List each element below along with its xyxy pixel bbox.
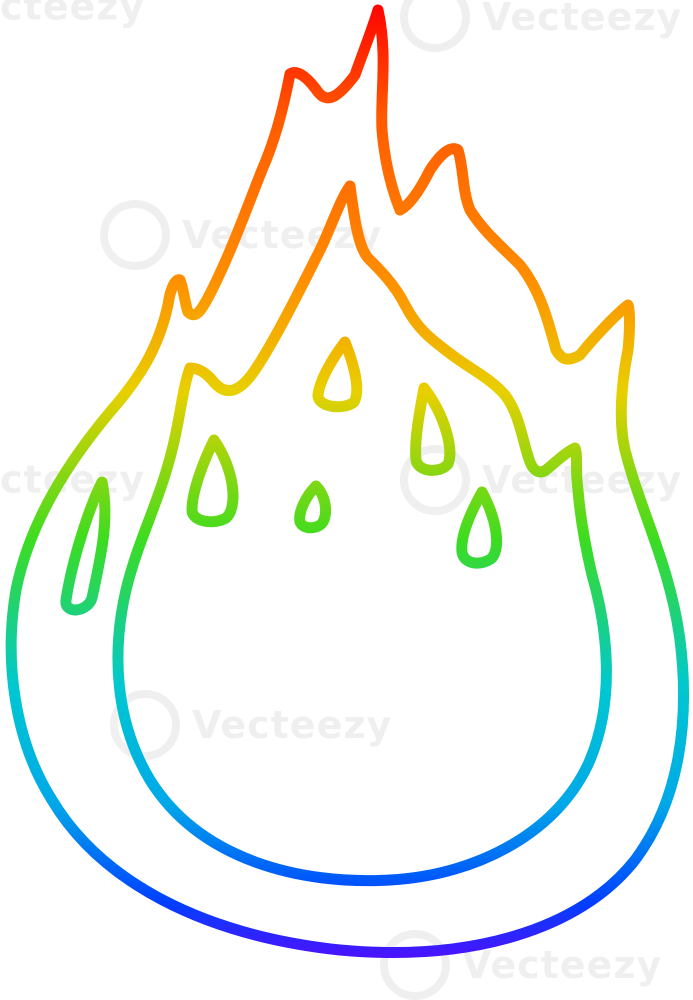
- side-drop: [60, 476, 111, 616]
- flame-drop: [312, 336, 363, 413]
- flame-drop: [294, 480, 332, 534]
- flame-drop: [186, 434, 239, 528]
- flame-drop: [456, 486, 503, 569]
- flame-drop: [410, 382, 456, 476]
- outer-flame-outline: [5, 4, 690, 958]
- inner-flame-outline: [112, 180, 612, 887]
